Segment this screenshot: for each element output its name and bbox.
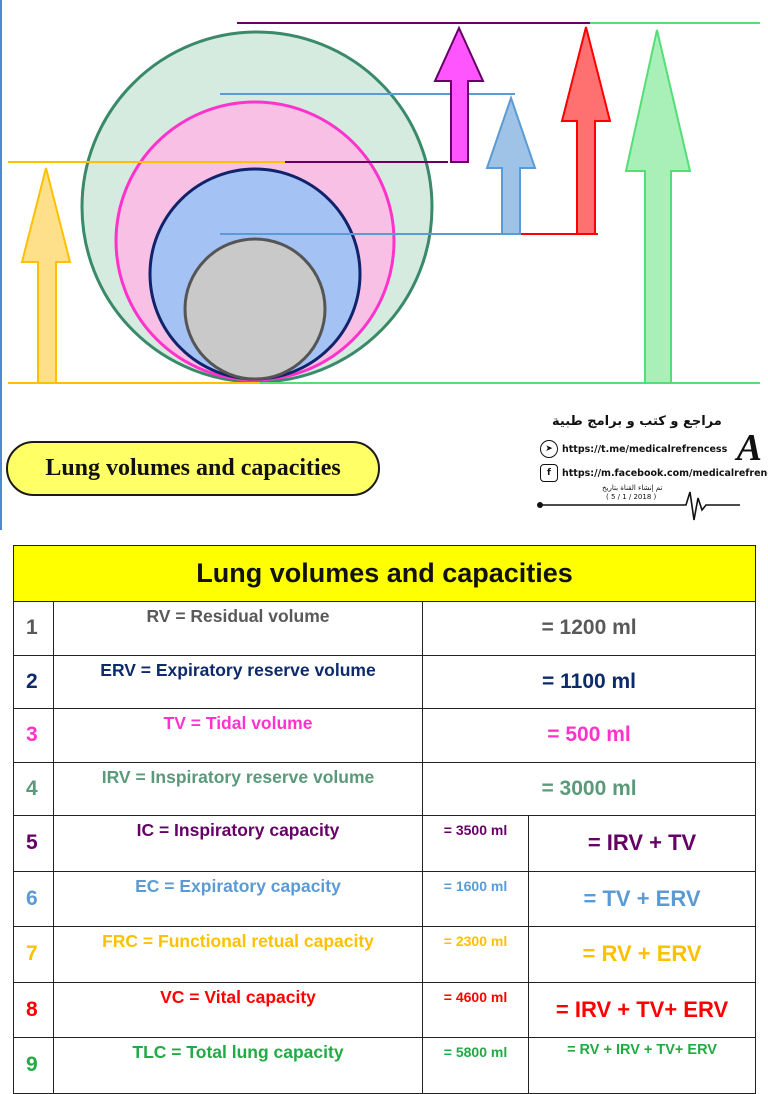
row-number: 8 [13,981,54,1038]
row-value: = 500 ml [421,708,757,763]
row-name: EC = Expiratory capacity [53,870,423,927]
telegram-link[interactable]: ➤ https://t.me/medicalrefrencess [540,440,727,458]
row-number: 2 [13,654,54,709]
logo-mark: A [736,427,762,469]
row-formula: = IRV + TV+ ERV [527,981,757,1038]
row-number: 7 [13,926,54,983]
row-value: = 5800 ml [422,1037,529,1094]
row-number: 9 [13,1037,54,1094]
vc-arrow [560,26,612,235]
lung-volumes-diagram [0,0,760,530]
telegram-icon: ➤ [540,440,558,458]
row-name: IC = Inspiratory capacity [53,815,423,872]
logo-arabic-title: مراجع و كتب و برامج طبية [552,414,722,429]
row-formula: = IRV + TV [527,815,757,872]
facebook-url: https://m.facebook.com/medicalrefrencess [562,467,768,479]
row-number: 5 [13,815,54,872]
row-name: TV = Tidal volume [53,708,423,763]
row-name: RV = Residual volume [53,601,423,656]
row-value: = 2300 ml [422,926,529,983]
row-value: = 1200 ml [421,601,757,656]
row-name: FRC = Functional retual capacity [53,926,423,983]
frc-arrow [20,167,72,384]
tlc-arrow [624,29,692,384]
row-value: = 1100 ml [421,654,757,709]
diagram-title: Lung volumes and capacities [6,441,380,496]
ic-arrow [433,25,485,163]
heartbeat-line [540,491,740,521]
row-name: VC = Vital capacity [53,981,423,1038]
row-number: 4 [13,761,54,816]
logo-date-caption: تم إنشاء القناة بتاريخ [602,484,663,492]
row-number: 6 [13,870,54,927]
facebook-link[interactable]: f https://m.facebook.com/medicalrefrence… [540,464,768,482]
row-name: ERV = Expiratory reserve volume [53,654,423,709]
channel-logo: مراجع و كتب و برامج طبية A ➤ https://t.m… [532,410,768,525]
table-header: Lung volumes and capacities [12,545,757,602]
row-value: = 3500 ml [422,815,529,872]
facebook-icon: f [540,464,558,482]
row-formula: = TV + ERV [527,870,757,927]
row-formula: = RV + ERV [527,926,757,983]
row-value: = 4600 ml [422,981,529,1038]
heartbeat-dot [537,502,543,508]
row-value: = 3000 ml [421,761,757,816]
row-number: 3 [13,708,54,763]
rv-circle [183,237,327,381]
ec-arrow [485,94,537,235]
logo-date: ( 5 / 1 / 2018 ) [606,493,657,501]
row-value: = 1600 ml [422,870,529,927]
row-number: 1 [13,601,54,656]
row-formula: = RV + IRV + TV+ ERV [527,1037,757,1094]
telegram-url: https://t.me/medicalrefrencess [562,443,728,455]
row-name: IRV = Inspiratory reserve volume [53,761,423,816]
row-name: TLC = Total lung capacity [53,1037,423,1094]
